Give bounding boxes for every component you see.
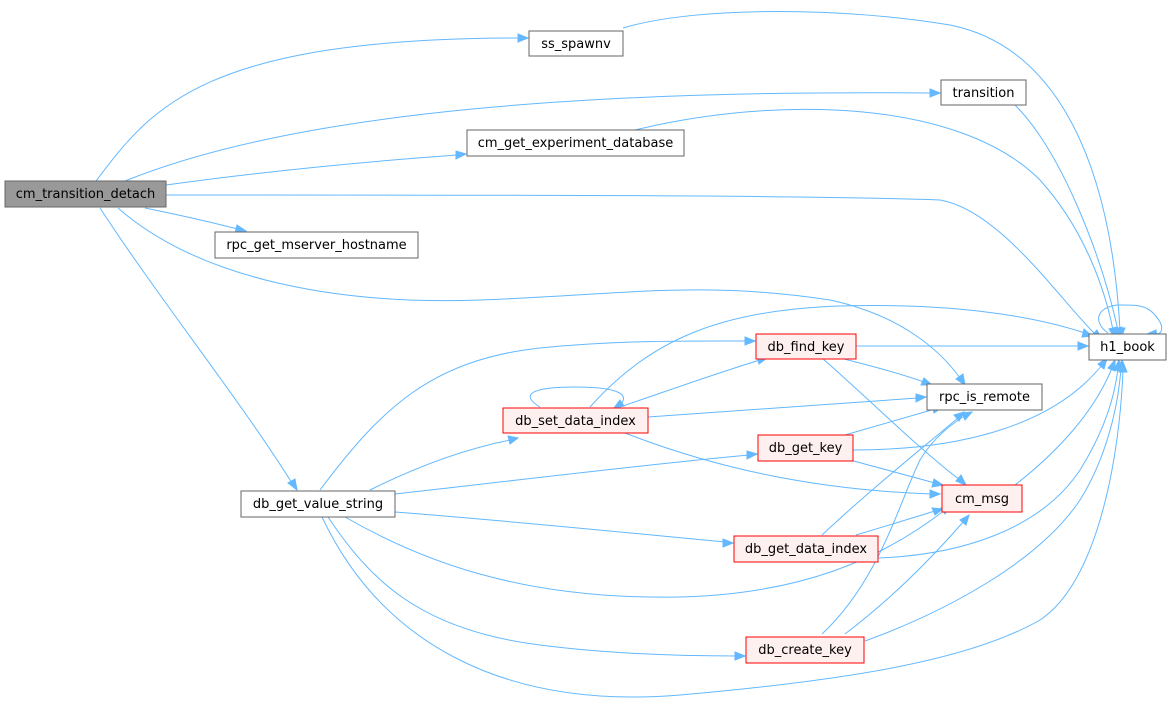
arrowhead xyxy=(734,651,747,661)
edge-transition-h1_book xyxy=(1014,104,1119,331)
node-label: ss_spawnv xyxy=(541,37,611,52)
node-label: db_create_key xyxy=(758,643,852,658)
node-db-get-value-string[interactable]: db_get_value_string xyxy=(240,490,396,518)
edge-cm_get_experiment_database-h1_book xyxy=(634,108,1114,331)
node-label: h1_book xyxy=(1100,340,1155,355)
node-label: db_set_data_index xyxy=(515,414,636,429)
edge-db_get_value_string-db_set_data_index xyxy=(369,439,511,491)
node-label: db_get_key xyxy=(769,441,843,456)
node-db-get-data-index[interactable]: db_get_data_index xyxy=(733,535,879,563)
edge-db_set_data_index-h1_book xyxy=(589,305,1086,408)
arrowhead xyxy=(1097,356,1108,370)
edge-db_find_key-rpc_is_remote xyxy=(839,357,925,383)
arrowhead xyxy=(1077,341,1090,351)
node-transition[interactable]: transition xyxy=(940,79,1027,106)
node-h1-book[interactable]: h1_book xyxy=(1088,333,1167,361)
arrowhead xyxy=(746,450,759,460)
edge-db_get_value_string-db_find_key xyxy=(319,340,748,491)
edge-db_create_key-rpc_is_remote xyxy=(821,414,967,635)
arrowhead xyxy=(517,33,530,43)
arrowhead xyxy=(955,373,966,387)
node-label: cm_msg xyxy=(955,492,1009,507)
node-label: rpc_get_mserver_hostname xyxy=(226,238,406,253)
arrowhead xyxy=(1107,358,1116,372)
arrowhead xyxy=(722,538,735,548)
node-cm-transition-detach[interactable]: cm_transition_detach xyxy=(4,180,167,208)
edge-cm_transition_detach-transition xyxy=(124,92,933,182)
node-db-get-key[interactable]: db_get_key xyxy=(757,434,854,462)
node-db-create-key[interactable]: db_create_key xyxy=(745,636,865,664)
arrowhead xyxy=(455,150,468,160)
node-label: rpc_is_remote xyxy=(939,390,1030,405)
edge-cm_transition_detach-db_get_value_string xyxy=(99,207,293,484)
edge-cm_transition_detach-rpc_get_mserver_hostname xyxy=(144,207,239,230)
arrowhead xyxy=(287,478,298,492)
node-label: cm_transition_detach xyxy=(16,187,155,202)
edge-db_get_value_string-db_create_key xyxy=(327,516,738,657)
edge-db_get_data_index-rpc_is_remote xyxy=(821,417,959,536)
edge-db_set_data_index-db_set_data_index xyxy=(529,386,625,408)
edge-h1_book-h1_book xyxy=(1098,304,1163,335)
edge-db_create_key-cm_msg xyxy=(844,520,965,635)
edge-db_set_data_index-db_find_key xyxy=(619,359,761,408)
node-db-set-data-index[interactable]: db_set_data_index xyxy=(502,407,649,434)
node-label: db_find_key xyxy=(768,340,845,355)
edge-db_create_key-h1_book xyxy=(864,367,1122,642)
edge-cm_msg-h1_book xyxy=(1014,367,1113,486)
edges xyxy=(95,11,1163,698)
edge-db_get_key-rpc_is_remote xyxy=(844,408,936,436)
edge-db_get_key-cm_msg xyxy=(849,459,936,484)
edge-cm_transition_detach-h1_book xyxy=(165,194,1097,336)
node-ss-spawnv[interactable]: ss_spawnv xyxy=(528,30,624,57)
edge-cm_transition_detach-cm_get_experiment_database xyxy=(165,154,458,186)
edge-cm_transition_detach-rpc_is_remote xyxy=(117,207,961,379)
node-label: cm_get_experiment_database xyxy=(478,136,674,151)
arrowhead xyxy=(929,489,942,499)
arrowhead xyxy=(961,411,974,421)
arrowhead xyxy=(931,478,945,488)
edge-db_set_data_index-rpc_is_remote xyxy=(647,397,919,418)
arrowhead xyxy=(953,411,966,422)
arrowhead xyxy=(931,507,945,516)
node-label: db_get_value_string xyxy=(253,497,383,512)
edge-db_get_data_index-h1_book xyxy=(877,367,1119,559)
node-rpc-get-mserver-hostname[interactable]: rpc_get_mserver_hostname xyxy=(214,231,419,259)
edge-db_get_value_string-h1_book xyxy=(321,369,1124,698)
edge-db_set_data_index-cm_msg xyxy=(624,432,933,495)
node-rpc-is-remote[interactable]: rpc_is_remote xyxy=(926,383,1043,411)
edge-db_get_value_string-db_get_key xyxy=(394,454,750,495)
node-cm-get-experiment-database[interactable]: cm_get_experiment_database xyxy=(466,129,685,157)
node-label: transition xyxy=(953,86,1015,101)
arrowhead xyxy=(744,336,757,346)
arrowhead xyxy=(959,513,970,526)
edge-db_get_data_index-cm_msg xyxy=(855,510,936,536)
arrowhead xyxy=(955,474,968,486)
nodes: cm_transition_detach ss_spawnv transitio… xyxy=(4,30,1167,664)
node-cm-msg[interactable]: cm_msg xyxy=(941,484,1023,513)
edge-db_find_key-cm_msg xyxy=(821,357,961,481)
arrowhead xyxy=(507,435,520,445)
edge-db_get_value_string-db_get_data_index xyxy=(394,511,726,543)
node-db-find-key[interactable]: db_find_key xyxy=(755,333,857,360)
arrowhead xyxy=(1116,358,1126,372)
edge-cm_transition_detach-ss_spawnv xyxy=(95,37,521,182)
arrowhead xyxy=(929,88,942,98)
node-label: db_get_data_index xyxy=(745,542,868,557)
edge-ss_spawnv-h1_book xyxy=(622,11,1121,331)
arrowhead xyxy=(915,393,928,403)
edge-db_get_key-h1_book xyxy=(852,364,1103,451)
